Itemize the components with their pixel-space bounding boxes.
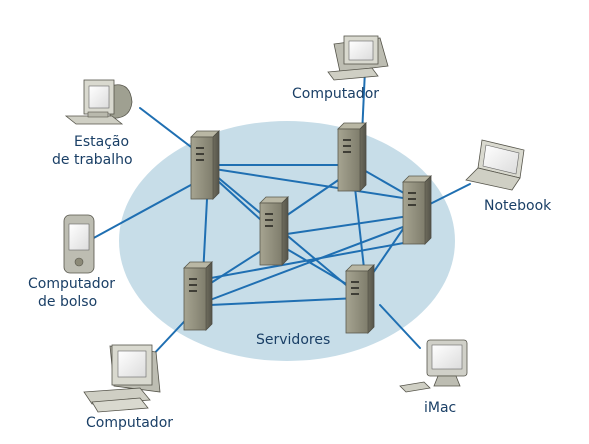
server-right	[402, 175, 432, 245]
server-lower-left	[183, 261, 213, 331]
label-notebook: Notebook	[484, 198, 552, 214]
desktop-computer-icon	[327, 35, 389, 81]
desktop-computer-icon	[83, 344, 161, 413]
label-computer-top: Computador	[292, 86, 380, 102]
label-computer-bottom: Computador	[86, 415, 174, 431]
label-servers: Servidores	[256, 332, 331, 348]
label-imac: iMac	[424, 400, 457, 416]
handheld-pda-icon	[63, 214, 95, 274]
server-center	[259, 196, 289, 266]
crt-workstation-icon	[64, 79, 133, 125]
label-handheld-line1: Computador	[28, 276, 116, 292]
server-workstation-side	[190, 130, 220, 200]
laptop-icon	[465, 139, 525, 191]
label-handheld-line2: de bolso	[38, 294, 98, 310]
label-workstation-line1: Estação	[74, 134, 130, 150]
server-lower-right	[345, 264, 375, 334]
label-workstation-line2: de trabalho	[52, 152, 133, 168]
imac-icon	[399, 339, 468, 393]
server-top	[337, 122, 367, 192]
